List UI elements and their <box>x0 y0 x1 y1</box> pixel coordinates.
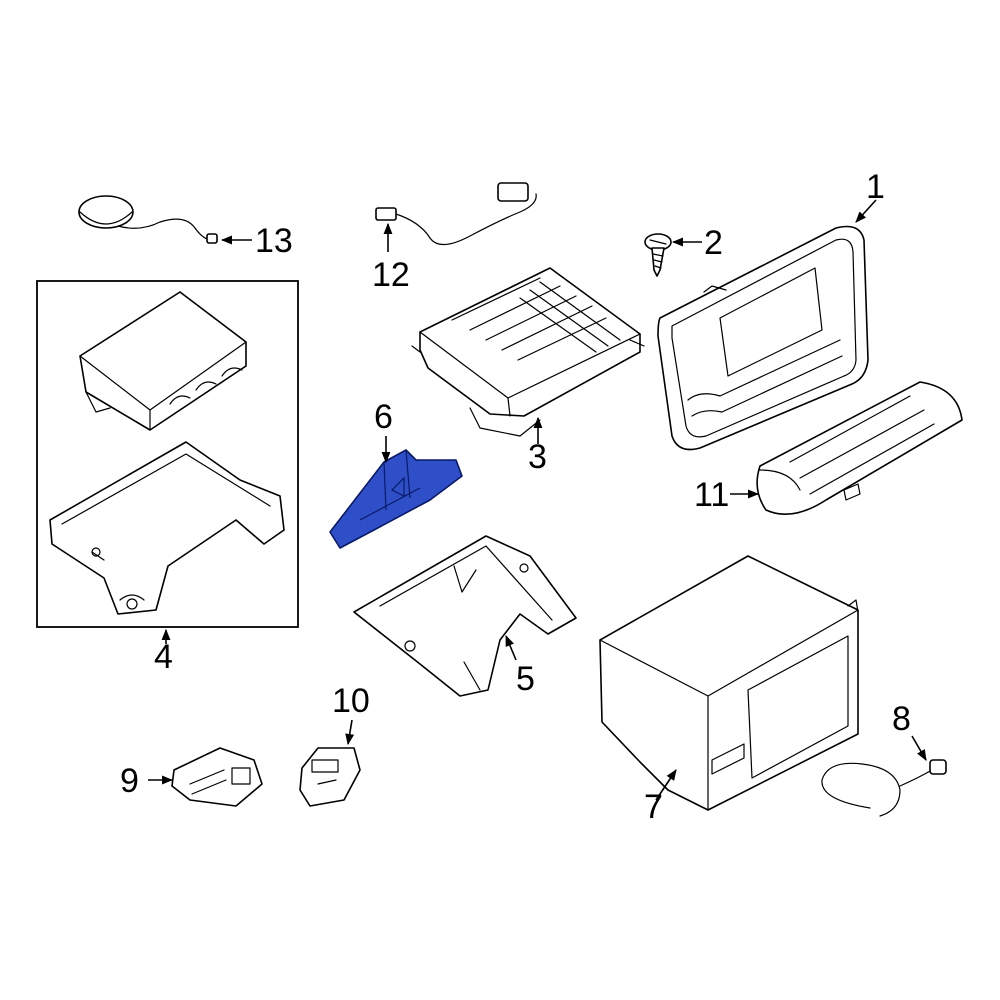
bracket-module-part-4[interactable] <box>49 291 285 615</box>
antenna-cable-part-8[interactable] <box>821 759 947 817</box>
callout-7: 7 <box>644 788 663 826</box>
callout-8: 8 <box>892 700 911 738</box>
bracket-part-6[interactable] <box>329 449 463 549</box>
callout-10: 10 <box>332 682 370 720</box>
callout-3: 3 <box>528 438 547 476</box>
usb-part-10[interactable] <box>299 747 361 807</box>
bezel-part-1[interactable] <box>657 225 869 451</box>
callout-6: 6 <box>374 398 393 436</box>
receiver-part-7[interactable] <box>599 555 859 811</box>
callout-11: 11 <box>694 476 729 514</box>
bracket-part-5[interactable] <box>353 535 577 697</box>
callout-2: 2 <box>704 224 723 262</box>
screw-part-2[interactable] <box>644 233 672 277</box>
callout-9: 9 <box>120 762 139 800</box>
module-part-3[interactable] <box>411 267 645 437</box>
callout-13: 13 <box>255 222 293 260</box>
callout-12: 12 <box>372 256 410 294</box>
antenna-part-13[interactable] <box>78 195 218 244</box>
callout-1: 1 <box>866 168 885 206</box>
harness-part-12[interactable] <box>375 182 537 246</box>
callout-5: 5 <box>516 660 535 698</box>
callout-4: 4 <box>154 638 173 676</box>
port-part-9[interactable] <box>171 747 263 807</box>
kit-frame-part-4 <box>36 280 299 628</box>
